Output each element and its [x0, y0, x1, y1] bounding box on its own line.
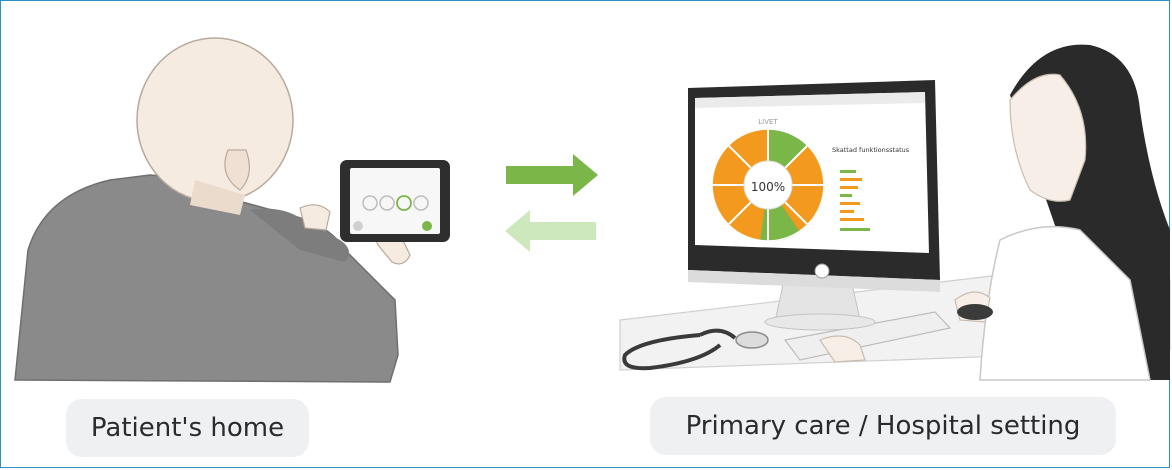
doctor-figure — [819, 44, 1170, 381]
data-flow-arrows — [505, 154, 598, 252]
stethoscope-icon — [622, 328, 769, 371]
wheel-top-label: LIVET — [758, 118, 778, 126]
wheel-center-value: 100% — [751, 180, 785, 194]
tablet-device — [340, 160, 450, 242]
screen-panel-title: Skattad funktionsstatus — [832, 146, 910, 154]
patients-home-label: Patient's home — [66, 399, 309, 457]
patient-figure — [14, 37, 411, 383]
screen-panel: Skattad funktionsstatus — [832, 146, 910, 231]
arrow-forward — [506, 154, 598, 196]
hospital-setting-label: Primary care / Hospital setting — [650, 397, 1116, 455]
hospital-setting-text: Primary care / Hospital setting — [685, 411, 1081, 441]
function-wheel: 100% LIVET — [711, 118, 825, 242]
arrow-back — [505, 210, 596, 252]
patients-home-text: Patient's home — [90, 413, 285, 443]
